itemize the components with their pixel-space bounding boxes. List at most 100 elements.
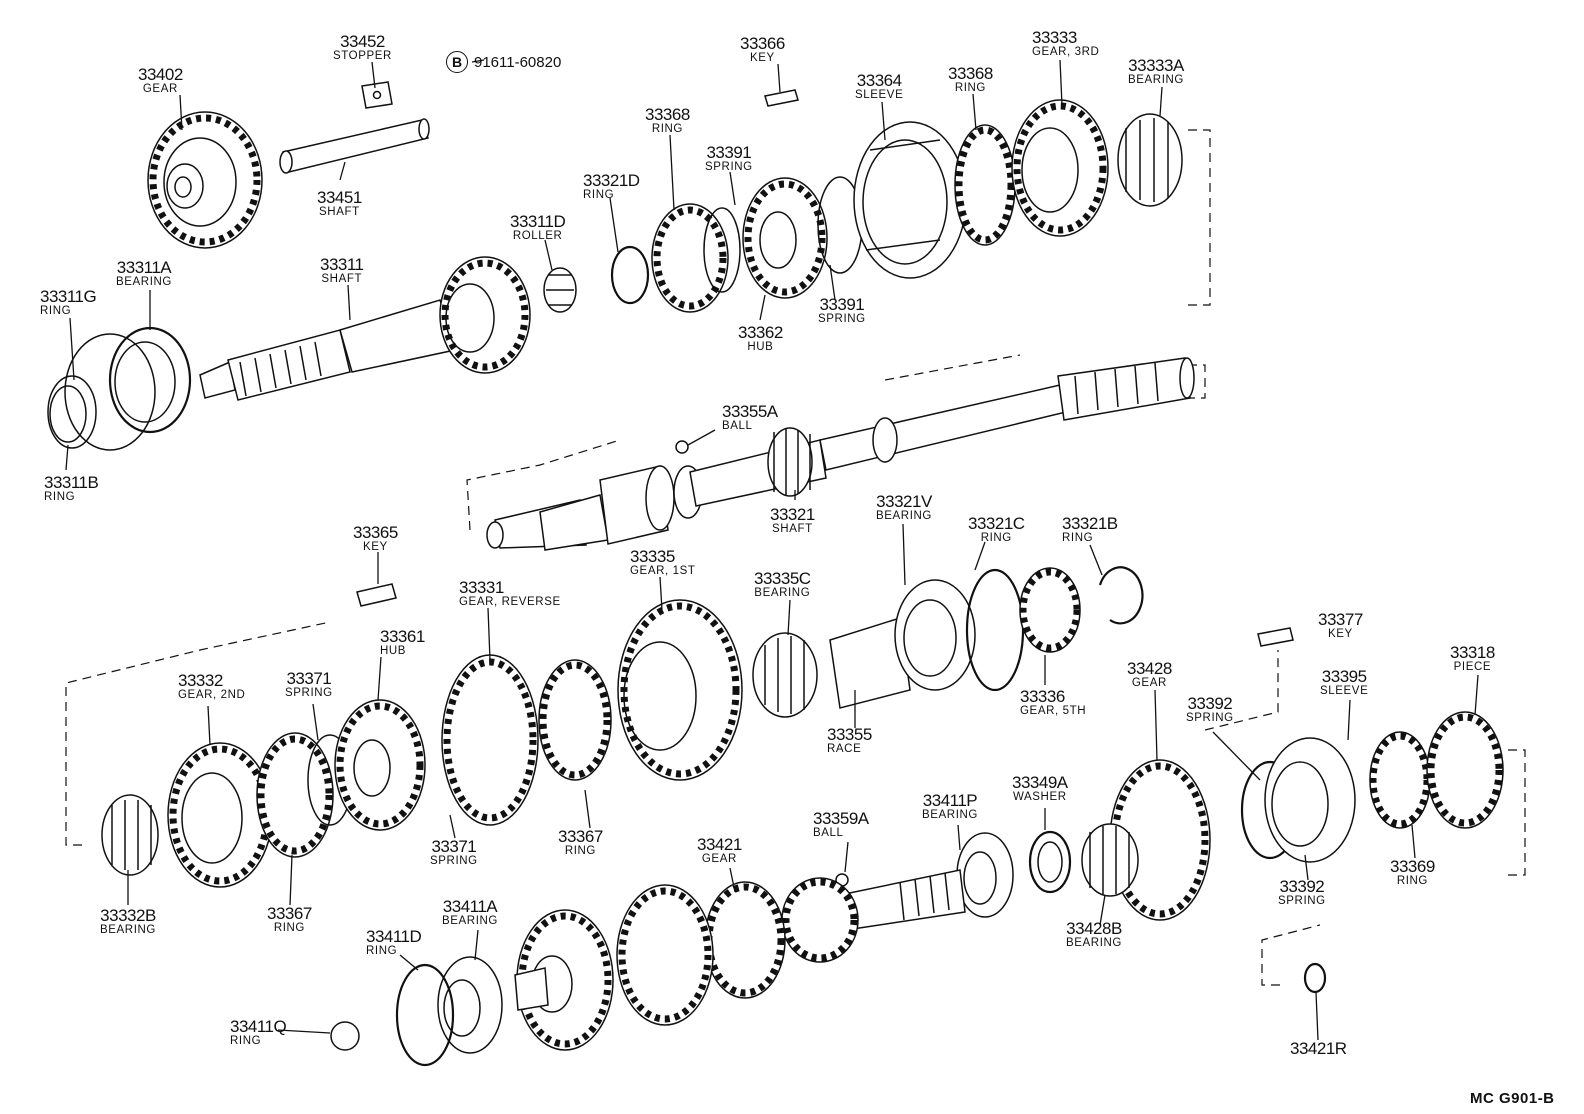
- part-name: KEY: [362, 541, 388, 553]
- part-number: 33411D: [366, 927, 422, 946]
- part-number: 33311D: [510, 212, 566, 231]
- part-name: GEAR: [142, 83, 178, 95]
- part-name: RING: [651, 123, 683, 135]
- part-number: 33377: [1318, 610, 1363, 629]
- part-name: SPRING: [705, 161, 753, 173]
- part-name: BEARING: [116, 276, 172, 288]
- part-number: 33392: [1279, 877, 1325, 896]
- part-number: 33368: [948, 64, 993, 83]
- part-name: PIECE: [1453, 661, 1492, 673]
- assembly-boundary-lines: [66, 130, 1525, 985]
- part-number: 33362: [738, 323, 783, 342]
- part-name: STOPPER: [333, 50, 392, 62]
- part-number: 33428B: [1066, 919, 1122, 938]
- part-number: 33311G: [40, 287, 97, 306]
- part-name: RING: [230, 1035, 262, 1047]
- synchro-3rd-4th-group: [612, 90, 1182, 312]
- part-name: SPRING: [285, 687, 333, 699]
- part-number: 33368: [645, 105, 690, 124]
- part-name: RING: [40, 305, 72, 317]
- part-name: RING: [583, 189, 615, 201]
- part-name: BEARING: [876, 510, 932, 522]
- part-number: 33311A: [116, 258, 172, 277]
- shaft-33451: [280, 119, 429, 173]
- part-number: 33332B: [100, 906, 156, 925]
- part-name: GEAR, 5TH: [1020, 705, 1087, 717]
- input-shaft-33311: [48, 257, 530, 450]
- part-number: 33331: [459, 578, 504, 597]
- part-number: 33402: [138, 65, 183, 84]
- part-number: 33333: [1032, 28, 1077, 47]
- part-name: SLEEVE: [1320, 685, 1369, 697]
- part-number: 33311: [320, 255, 364, 274]
- part-number: 33371: [286, 669, 332, 688]
- part-number: 33336: [1020, 687, 1065, 706]
- part-number: 33321C: [968, 514, 1025, 533]
- part-number: 33321B: [1062, 514, 1118, 533]
- part-name: WASHER: [1012, 791, 1067, 803]
- counter-shaft-33421: [331, 870, 1325, 1065]
- part-name: BEARING: [100, 924, 156, 936]
- part-number: 33411P: [922, 791, 978, 810]
- figure-code: MC G901-B: [1470, 1090, 1555, 1107]
- part-name: GEAR, REVERSE: [459, 596, 561, 608]
- part-name: GEAR: [1131, 677, 1167, 689]
- part-number: 33391: [706, 143, 752, 162]
- part-name: RING: [1062, 532, 1094, 544]
- part-number: 33411A: [442, 897, 498, 916]
- bolt-note-text: 91611-60820: [474, 54, 562, 71]
- part-number: 33371: [431, 837, 477, 856]
- part-number: 33395: [1321, 667, 1367, 686]
- part-name: HUB: [747, 341, 774, 353]
- part-number: 33311B: [44, 473, 99, 492]
- part-number: 33421R: [1290, 1039, 1347, 1058]
- part-number: 33451: [317, 188, 362, 207]
- part-name: SPRING: [430, 855, 478, 867]
- part-name: ROLLER: [512, 230, 563, 242]
- part-number: 33367: [267, 904, 312, 923]
- part-name: RING: [44, 491, 76, 503]
- part-name: RING: [1396, 875, 1428, 887]
- part-name: SHAFT: [319, 206, 360, 218]
- part-number: 33369: [1390, 857, 1435, 876]
- part-number: 33365: [353, 523, 398, 542]
- part-number: 33428: [1127, 659, 1172, 678]
- part-name: RING: [366, 945, 398, 957]
- leader-lines: [66, 60, 1478, 1040]
- callout-33421R: 33421R: [1290, 1040, 1347, 1058]
- part-name: BEARING: [922, 809, 978, 821]
- part-name: BEARING: [442, 915, 498, 927]
- part-name: KEY: [749, 52, 775, 64]
- part-number: 33355: [827, 725, 872, 744]
- roller-33311D: [544, 268, 576, 312]
